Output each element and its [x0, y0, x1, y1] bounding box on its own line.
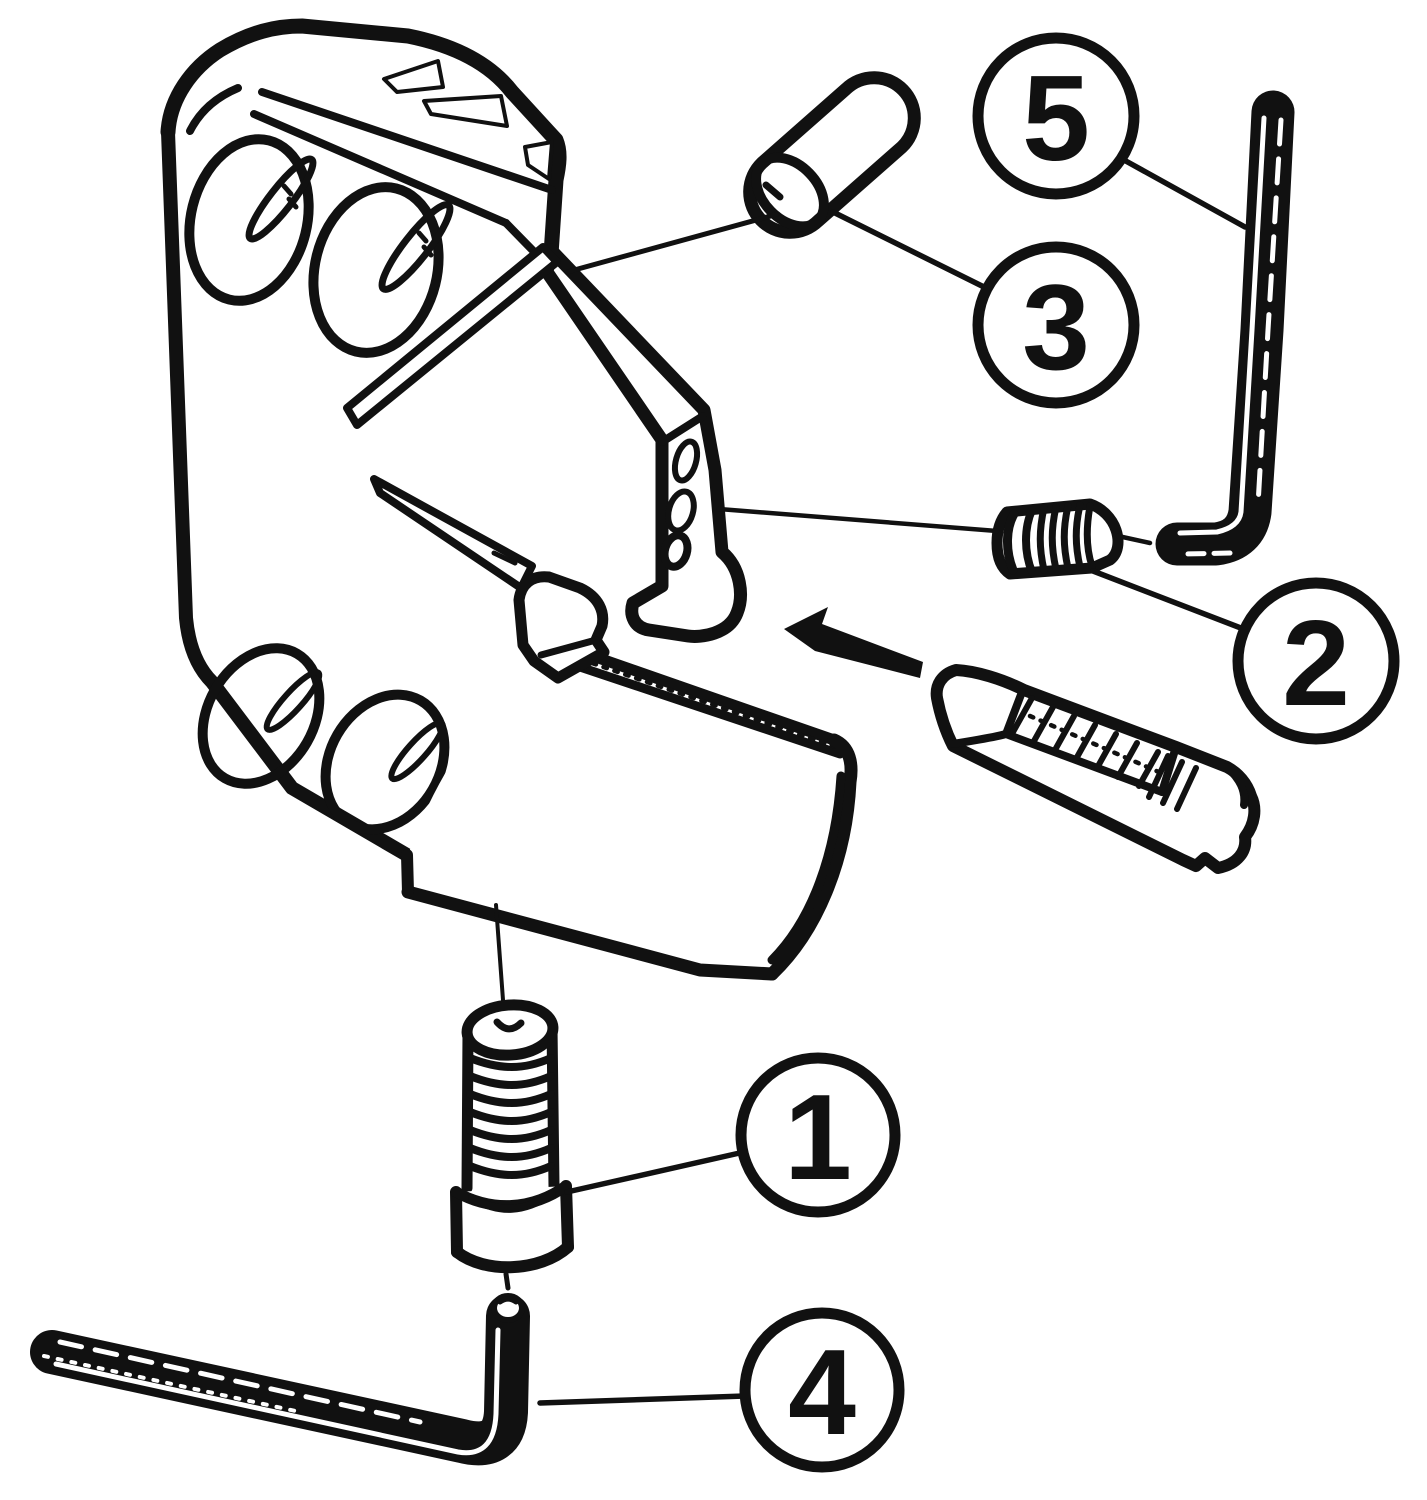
locating-pin	[564, 71, 921, 275]
screw-threads	[466, 1054, 555, 1179]
hex-key-right-facet-line	[1177, 115, 1267, 536]
leader-line-2	[1090, 568, 1249, 633]
counterbore-dash	[281, 183, 299, 210]
adapter-rail-serration-dots	[557, 649, 839, 750]
callout-badge-5: 5	[972, 32, 1140, 200]
arm-notch-2	[422, 94, 509, 128]
screw-head-bottom-arc	[451, 1241, 574, 1274]
leader-line-5	[1121, 157, 1248, 230]
tool-holder-body	[160, 18, 567, 862]
hex-key-bottom	[30, 1293, 530, 1466]
finger-hole-3	[660, 531, 692, 571]
insert-grip-lines	[1146, 753, 1199, 812]
finger-hole-2	[665, 488, 697, 534]
screw-top-slot	[493, 1018, 525, 1033]
blade-adapter-plate	[401, 639, 858, 981]
insert-right-lobe-edge	[1158, 743, 1180, 796]
callout-label-5: 5	[1022, 50, 1090, 186]
body-corner-chamfer-line	[186, 84, 242, 135]
adapter-rail-top-line	[555, 639, 840, 746]
screw-head-inner-arc	[468, 1190, 556, 1213]
arm-inner-line-lower	[250, 110, 510, 227]
leader-line-1	[564, 1149, 747, 1195]
hex-key-bottom-facet-line	[53, 1327, 501, 1456]
clamp-wedge-boss	[513, 571, 610, 684]
clamp-finger	[540, 243, 747, 643]
mount-hole-top-right	[308, 182, 444, 358]
lower-blade-tick	[491, 550, 518, 566]
hex-key-right	[1155, 90, 1295, 566]
callout-circle-3	[972, 241, 1140, 409]
body-outline-top	[160, 18, 567, 262]
set-screw	[716, 498, 1153, 580]
pin-alignment-line	[564, 211, 781, 275]
set-screw-threads	[1036, 501, 1096, 574]
mount-hole-top-left	[184, 134, 314, 306]
arm-inner-line-upper	[258, 88, 556, 194]
callout-circle-5	[972, 32, 1140, 200]
mount-hole-bottom-left	[197, 643, 325, 789]
adapter-left-step	[401, 849, 414, 898]
adapter-end-cap-inner	[767, 771, 846, 965]
hex-key-bottom-body	[30, 1294, 530, 1466]
callout-label-2: 2	[1282, 595, 1350, 731]
hex-key-right-body	[1155, 90, 1295, 566]
body-outline-left	[161, 125, 414, 862]
cutting-insert	[930, 664, 1261, 874]
insert-left-lobe-edge	[1002, 688, 1026, 738]
insert-edge-dots	[1027, 713, 1171, 779]
hex-key-right-arm-dashes	[1181, 550, 1233, 557]
set-screw-align-line-right	[1115, 533, 1153, 546]
callout-badge-1: 1	[735, 1052, 901, 1218]
clamp-wedge-boss-step	[537, 636, 600, 659]
clamp-screw	[450, 903, 574, 1291]
mount-hole-top-left-counterbore	[245, 155, 317, 243]
hex-key-bottom-facet-dots	[42, 1354, 302, 1414]
hex-key-bottom-facet-dashes	[57, 1339, 423, 1425]
adapter-end-cap	[765, 733, 858, 981]
screw-key-link-line	[503, 1271, 511, 1291]
arm-notch-1	[382, 59, 445, 94]
set-screw-head-arc	[1003, 509, 1019, 575]
callout-circle-2	[1232, 577, 1400, 745]
callouts: 5 3 2 1 4	[537, 32, 1400, 1473]
callout-label-1: 1	[784, 1069, 852, 1205]
finger-hole-1	[671, 438, 701, 484]
clamp-finger-outline	[540, 243, 747, 643]
callout-label-4: 4	[788, 1324, 856, 1460]
mount-hole-bottom-right	[320, 689, 450, 835]
mount-hole-bottom-right-counterbore	[388, 719, 446, 783]
callout-badge-2: 2	[1232, 577, 1400, 745]
adapter-rail-bottom-line	[551, 654, 845, 759]
screw-centerline	[494, 903, 505, 1002]
callout-circle-4	[739, 1307, 905, 1473]
adapter-face	[408, 642, 851, 974]
callout-circle-1	[735, 1052, 901, 1218]
arm-notch-3	[523, 140, 554, 181]
leader-line-4	[537, 1393, 748, 1406]
set-screw-head-inner-arc	[1022, 506, 1036, 576]
hex-key-right-facet-dashes	[1255, 117, 1284, 508]
insert-end-inner-edge	[1223, 763, 1249, 809]
mount-hole-bottom-left-counterbore	[263, 669, 323, 733]
callout-badge-3: 3	[972, 241, 1140, 409]
upper-blade	[343, 243, 561, 429]
finger-face-top-edge	[658, 412, 707, 446]
callout-label-3: 3	[1022, 259, 1090, 395]
pin-body	[743, 71, 921, 239]
screw-head-sides	[450, 1180, 574, 1258]
adapter-bottom-edge	[401, 885, 779, 981]
hex-key-bottom-end-tick	[497, 1296, 519, 1305]
set-screw-align-line-left	[716, 506, 1000, 534]
leader-line-3	[830, 209, 989, 291]
mount-hole-top-right-counterbore	[378, 201, 454, 293]
pin-end-tick	[762, 181, 784, 201]
pin-end-face	[751, 152, 829, 232]
insert-direction-arrow	[784, 607, 923, 678]
counterbore-dash	[416, 230, 434, 258]
support-blades	[343, 243, 610, 684]
callout-badge-4: 4	[739, 1307, 905, 1473]
